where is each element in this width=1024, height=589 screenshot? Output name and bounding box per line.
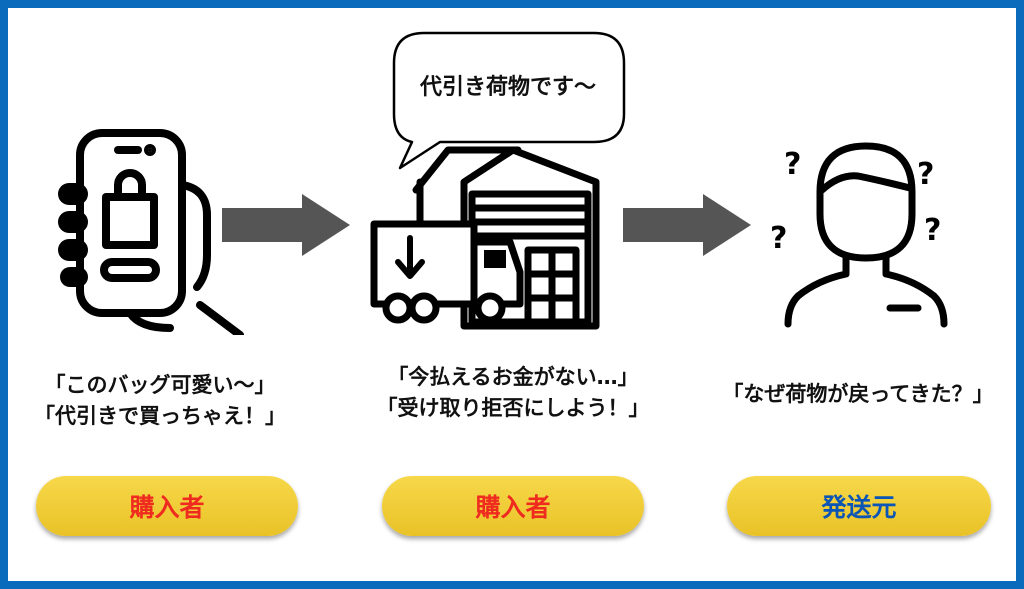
role-pill-buyer-1: 購入者 [36,476,298,536]
role-pill-sender: 発送元 [727,476,991,536]
step-2-caption-line1: 「今払えるお金がない…」 [387,365,639,389]
svg-text:?: ? [770,221,787,256]
step-1-caption: 「このバッグ可愛い〜」 「代引きで買っちゃえ！」 [20,370,300,432]
svg-text:?: ? [784,147,801,182]
step-2-caption-line2: 「受け取り拒否にしよう！」 [376,396,650,420]
step-3-caption: 「なぜ荷物が戻ってきた？」 [708,379,1008,410]
role-pill-buyer-2: 購入者 [382,476,644,536]
role-label-1: 購入者 [129,493,205,522]
step-1-caption-line2: 「代引きで買っちゃえ！」 [34,404,286,428]
step-3-caption-line1: 「なぜ荷物が戻ってきた？」 [722,382,994,406]
flow-arrow-1 [222,194,350,256]
speech-bubble [392,31,626,170]
svg-text:?: ? [924,213,941,248]
step-2-caption: 「今払えるお金がない…」 「受け取り拒否にしよう！」 [368,362,658,424]
bubble-text: 代引き荷物です〜 [419,75,596,100]
svg-text:?: ? [917,157,934,192]
flow-arrow-2 [623,194,751,256]
role-label-3: 発送元 [821,493,897,522]
confused-person-icon: ? ? ? ? [770,142,948,328]
step-1-caption-line1: 「このバッグ可愛い〜」 [44,373,276,397]
smartphone-shopping-icon [58,129,244,335]
delivery-truck-warehouse-icon [370,146,600,330]
role-label-2: 購入者 [475,493,551,522]
